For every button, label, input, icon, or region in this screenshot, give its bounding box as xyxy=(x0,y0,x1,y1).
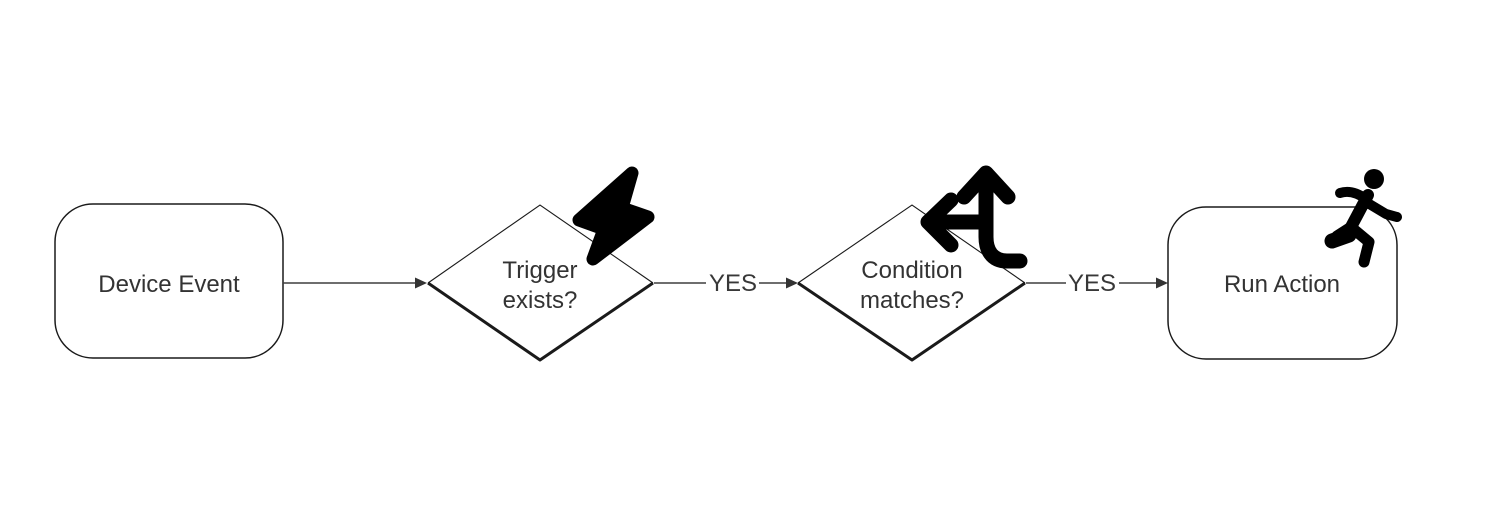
device-event-label: Device Event xyxy=(98,271,240,298)
condition-matches-label-line2: matches? xyxy=(860,287,964,314)
node-condition-matches: Condition matches? xyxy=(797,204,1026,362)
running-person-icon xyxy=(1324,169,1402,268)
edge-condition-to-run-action: YES xyxy=(1026,270,1168,297)
split-arrows-icon xyxy=(920,165,1028,269)
trigger-exists-top-edges xyxy=(427,204,654,284)
device-event-shape xyxy=(54,203,284,359)
arrowhead-icon xyxy=(1156,277,1168,289)
edge-trigger-to-condition: YES xyxy=(654,270,798,297)
arrowhead-icon xyxy=(786,277,798,289)
trigger-exists-bottom-edges xyxy=(427,281,654,362)
trigger-exists-label-line1: Trigger xyxy=(502,257,577,284)
node-trigger-exists: Trigger exists? xyxy=(427,204,654,362)
condition-matches-label-line1: Condition xyxy=(861,257,962,284)
lightning-bolt-icon xyxy=(572,166,655,266)
condition-matches-bottom-edges xyxy=(797,281,1026,362)
run-action-label: Run Action xyxy=(1224,271,1340,298)
node-device-event: Device Event xyxy=(54,203,284,359)
trigger-exists-label-line2: exists? xyxy=(503,287,578,314)
edge-yes-label-1: YES xyxy=(709,270,757,297)
arrowhead-icon xyxy=(415,277,427,289)
edge-yes-label-2: YES xyxy=(1068,270,1116,297)
edge-device-event-to-trigger xyxy=(283,277,427,289)
